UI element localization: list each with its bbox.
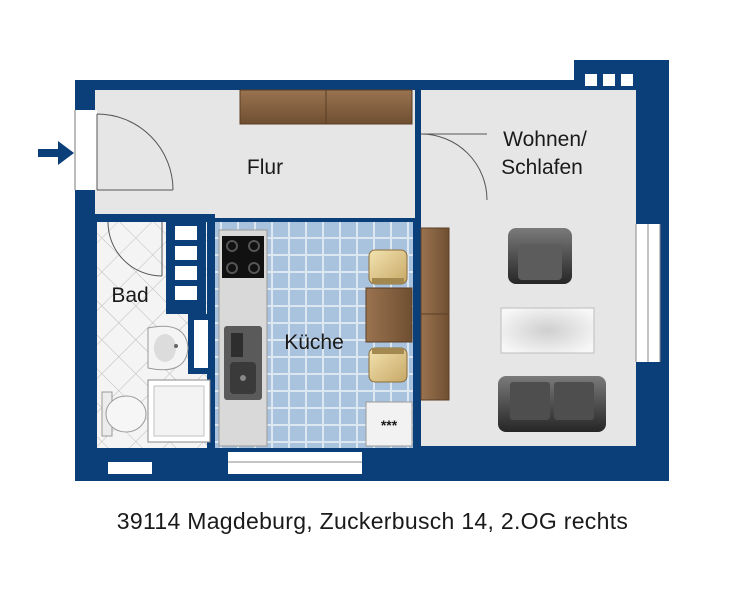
room-label-wohnen-line1: Wohnen/	[503, 128, 587, 151]
toilet-icon	[101, 391, 147, 437]
shaft-cell	[175, 226, 197, 240]
entrance-door-swing	[96, 113, 174, 191]
room-label-bad: Bad	[111, 284, 148, 307]
entrance-opening	[75, 110, 97, 190]
chair-icon	[368, 347, 408, 383]
appliance-box	[365, 401, 413, 447]
address-caption: 39114 Magdeburg, Zuckerbusch 14, 2.OG re…	[116, 508, 629, 534]
room-label-flur: Flur	[247, 156, 283, 179]
coffee-table	[500, 307, 595, 354]
bathroom-door-swing	[107, 221, 163, 277]
partition-wall-flur	[415, 90, 421, 448]
window-bottom-bath-glass	[108, 462, 152, 474]
sofa-icon	[498, 376, 606, 432]
bath-wall-top	[95, 214, 215, 222]
shaft-cell	[175, 286, 197, 300]
shaft-cell	[175, 266, 197, 280]
window-square	[585, 74, 597, 86]
kitchen-table	[365, 287, 413, 343]
shower-icon	[147, 379, 211, 443]
cooktop-icon	[222, 236, 264, 278]
sink-icon	[224, 326, 262, 400]
kitchen-wall-top	[213, 218, 415, 222]
appliance-label: ***	[381, 417, 398, 433]
chair-icon	[368, 249, 408, 285]
window-square	[603, 74, 615, 86]
shaft-cell	[175, 246, 197, 260]
window-bottom-kitchen	[228, 452, 362, 474]
armchair-icon	[508, 228, 572, 284]
entrance-arrow-icon	[38, 141, 74, 165]
living-room-door-swing	[420, 133, 488, 201]
room-label-wohnen-line2: Schlafen	[501, 156, 583, 179]
floor-plan: *** Flur Wohnen/ Schlafen Bad Küche	[38, 60, 669, 481]
washbasin-icon	[147, 325, 189, 371]
room-label-kueche: Küche	[284, 331, 344, 354]
window-square	[621, 74, 633, 86]
shaft-cell	[194, 320, 208, 368]
